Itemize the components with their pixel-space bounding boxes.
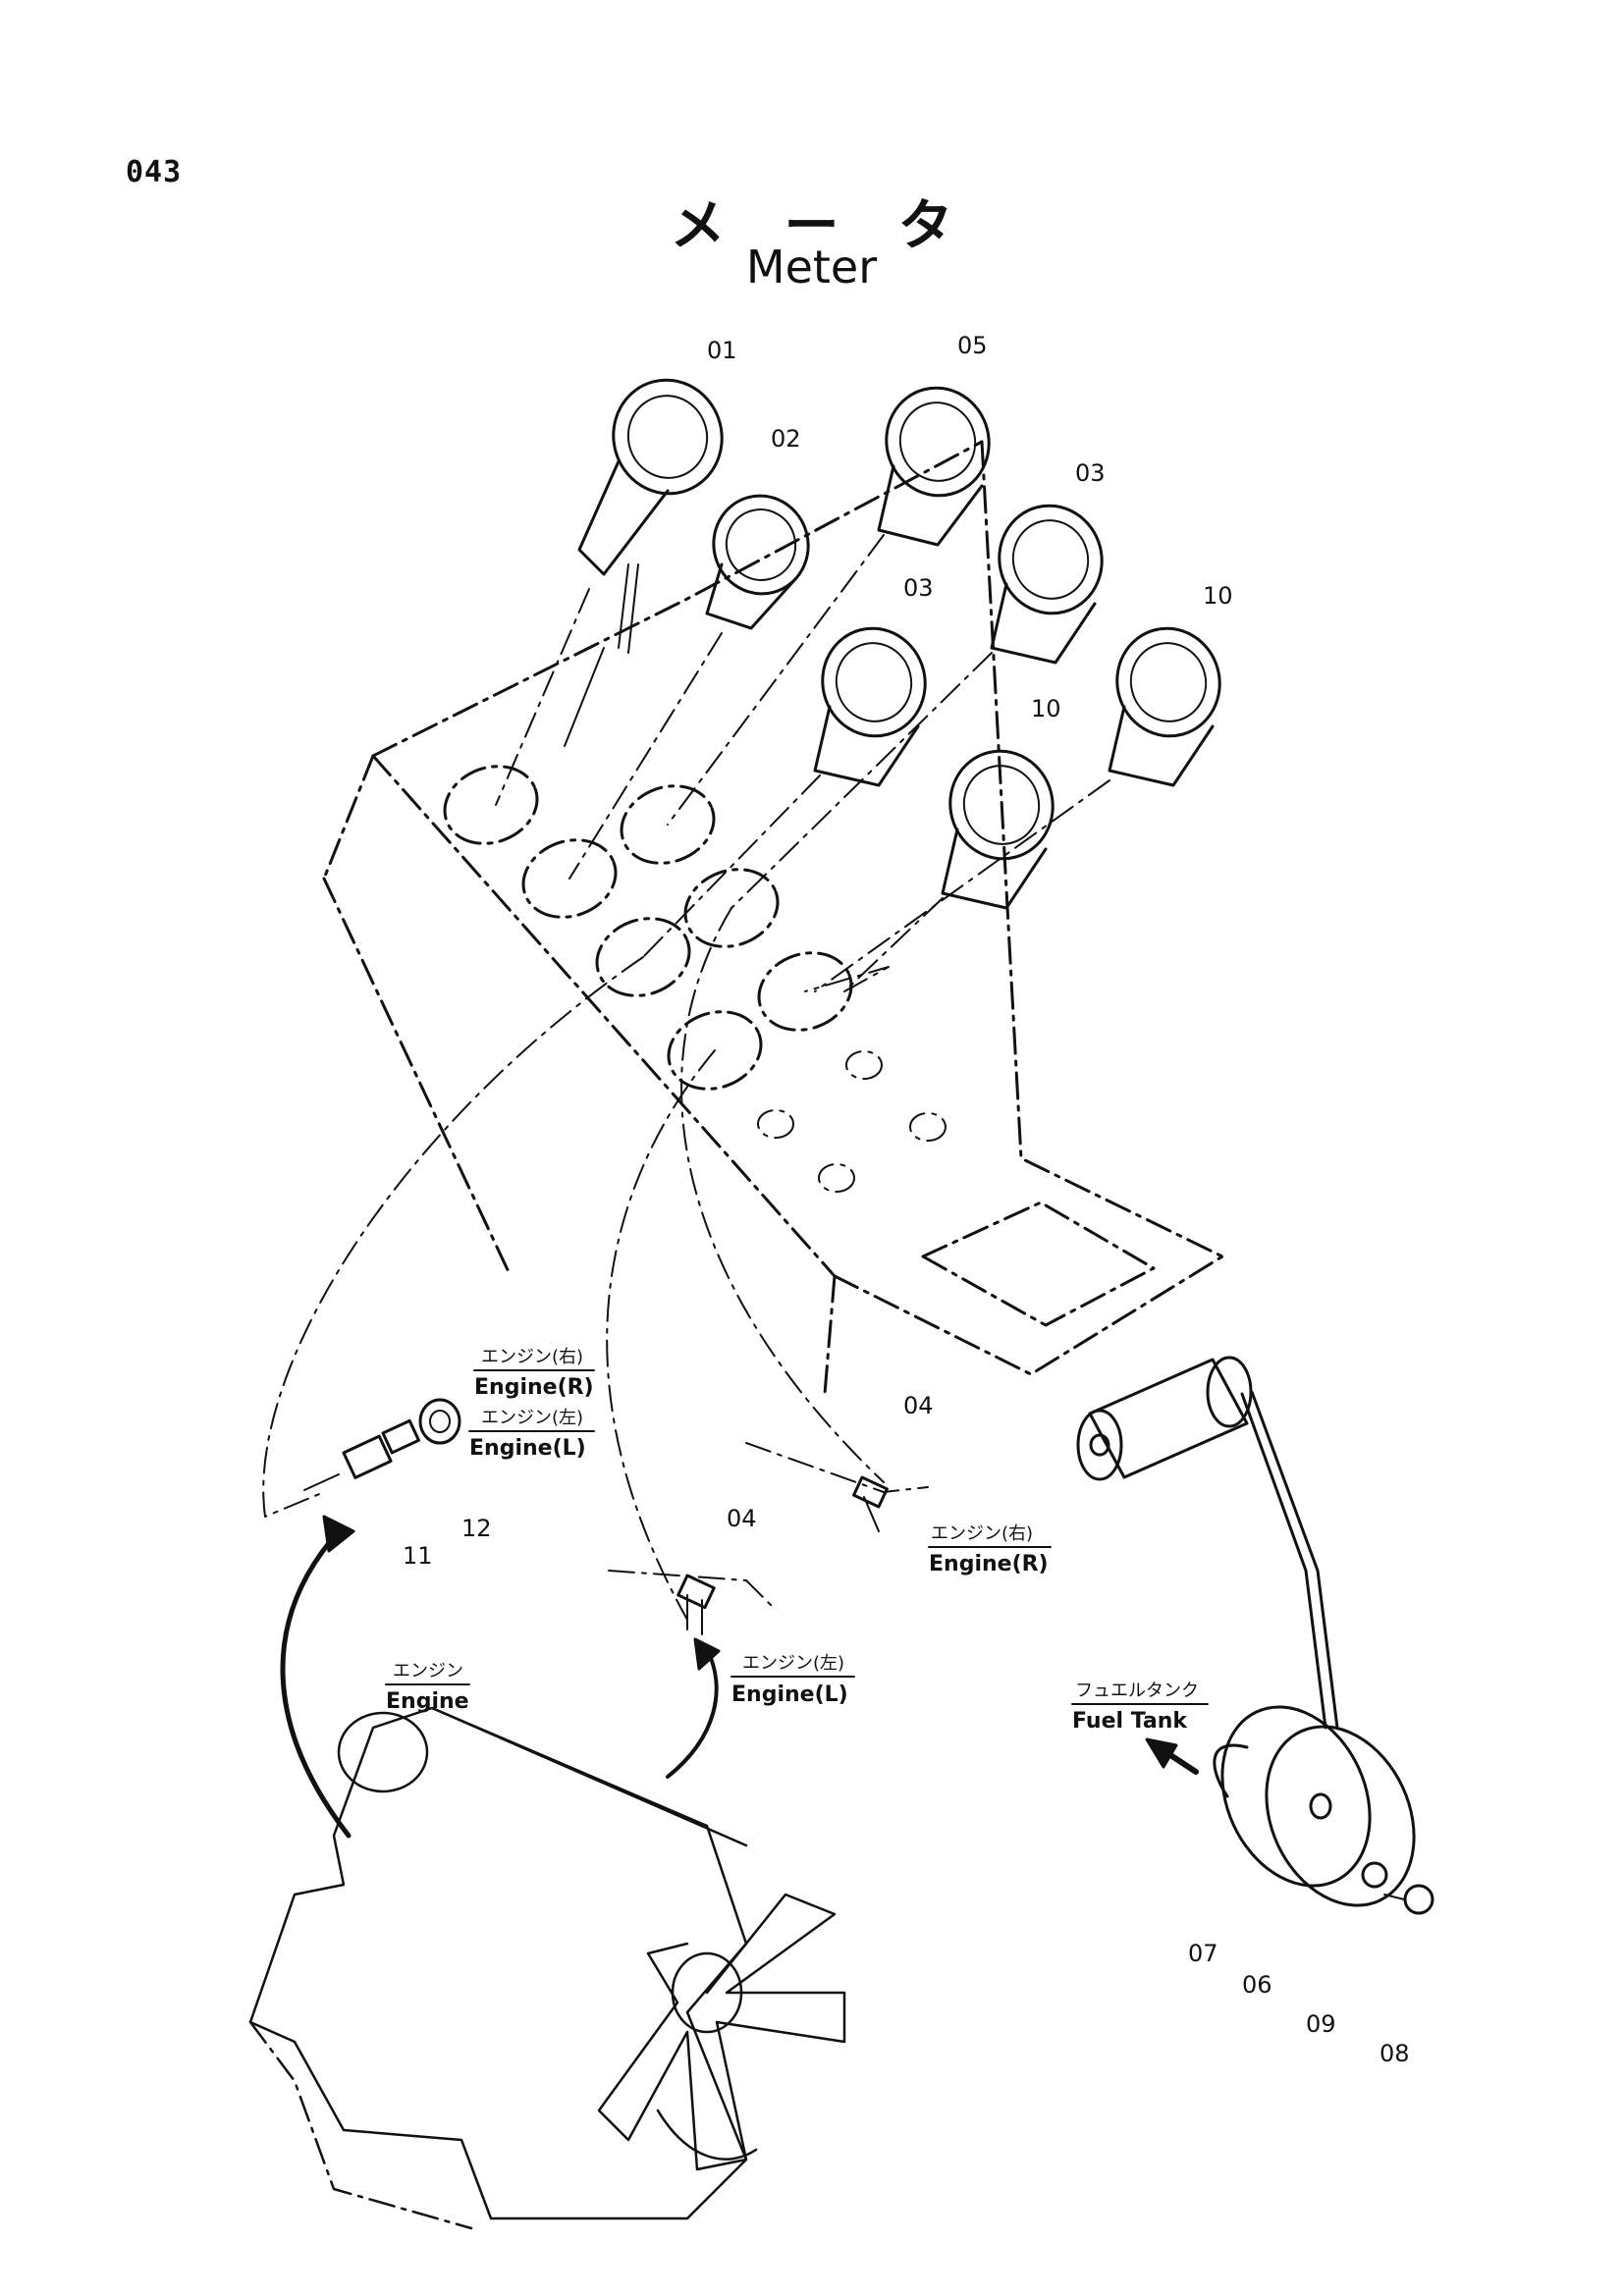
title-english: Meter bbox=[745, 240, 878, 294]
part-number: 03 bbox=[1075, 459, 1106, 487]
part-number: 05 bbox=[957, 332, 988, 359]
gauge-05 bbox=[877, 386, 991, 547]
label-engine-r-top-en: Engine(R) bbox=[474, 1375, 594, 1400]
label-engine-r-top-jp: エンジン(右) bbox=[481, 1347, 583, 1367]
part-number: 09 bbox=[1306, 2010, 1336, 2038]
title-japanese: メータ bbox=[670, 194, 1012, 258]
sensor-04-left bbox=[608, 1570, 777, 1635]
sensor-04-right bbox=[745, 1442, 929, 1532]
fuel-sender bbox=[1076, 1356, 1434, 1915]
arrows bbox=[280, 1515, 1199, 1839]
part-number: 12 bbox=[461, 1515, 492, 1542]
part-number: 01 bbox=[707, 337, 737, 364]
sender-11-12 bbox=[303, 1398, 461, 1491]
console-panel bbox=[322, 440, 1224, 1396]
part-number: 06 bbox=[1242, 1971, 1272, 1999]
engine bbox=[248, 1706, 846, 2230]
part-number: 04 bbox=[727, 1505, 757, 1532]
part-number: 03 bbox=[903, 574, 934, 602]
gauge-03-upper bbox=[990, 504, 1104, 665]
gauge-01 bbox=[564, 378, 724, 747]
part-number: 10 bbox=[1203, 582, 1233, 610]
part-number: 11 bbox=[403, 1542, 433, 1570]
gauge-03-lower bbox=[813, 626, 927, 787]
label-fuel-tank-en: Fuel Tank bbox=[1072, 1709, 1188, 1734]
part-numbers: 01 02 05 03 03 10 10 04 04 11 12 07 06 0… bbox=[403, 332, 1410, 2067]
label-engine-r-side-jp: エンジン(右) bbox=[931, 1523, 1033, 1544]
label-fuel-tank-jp: フュエルタンク bbox=[1075, 1681, 1199, 1701]
gauge-02 bbox=[705, 494, 810, 630]
part-number: 07 bbox=[1188, 1940, 1218, 1967]
label-engine-r-side-en: Engine(R) bbox=[929, 1552, 1049, 1576]
part-number: 04 bbox=[903, 1392, 934, 1419]
part-number: 02 bbox=[771, 425, 801, 453]
page-code: 043 bbox=[126, 155, 183, 189]
label-engine-l-side-jp: エンジン(左) bbox=[742, 1653, 844, 1674]
gauge-10-lower bbox=[941, 749, 1055, 910]
label-engine-l-top-jp: エンジン(左) bbox=[481, 1408, 583, 1428]
part-number: 10 bbox=[1031, 695, 1061, 722]
label-engine-l-top-en: Engine(L) bbox=[469, 1436, 586, 1461]
label-rules bbox=[385, 1369, 1209, 1705]
gauge-10-right bbox=[1108, 626, 1221, 787]
part-number: 08 bbox=[1380, 2040, 1410, 2067]
label-engine-en: Engine bbox=[386, 1689, 469, 1714]
callout-labels: エンジン(右) Engine(R) エンジン(左) Engine(L) エンジン… bbox=[386, 1347, 1199, 1734]
label-engine-jp: エンジン bbox=[393, 1661, 463, 1682]
leader-lines bbox=[262, 534, 1110, 1621]
label-engine-l-side-en: Engine(L) bbox=[731, 1682, 848, 1707]
